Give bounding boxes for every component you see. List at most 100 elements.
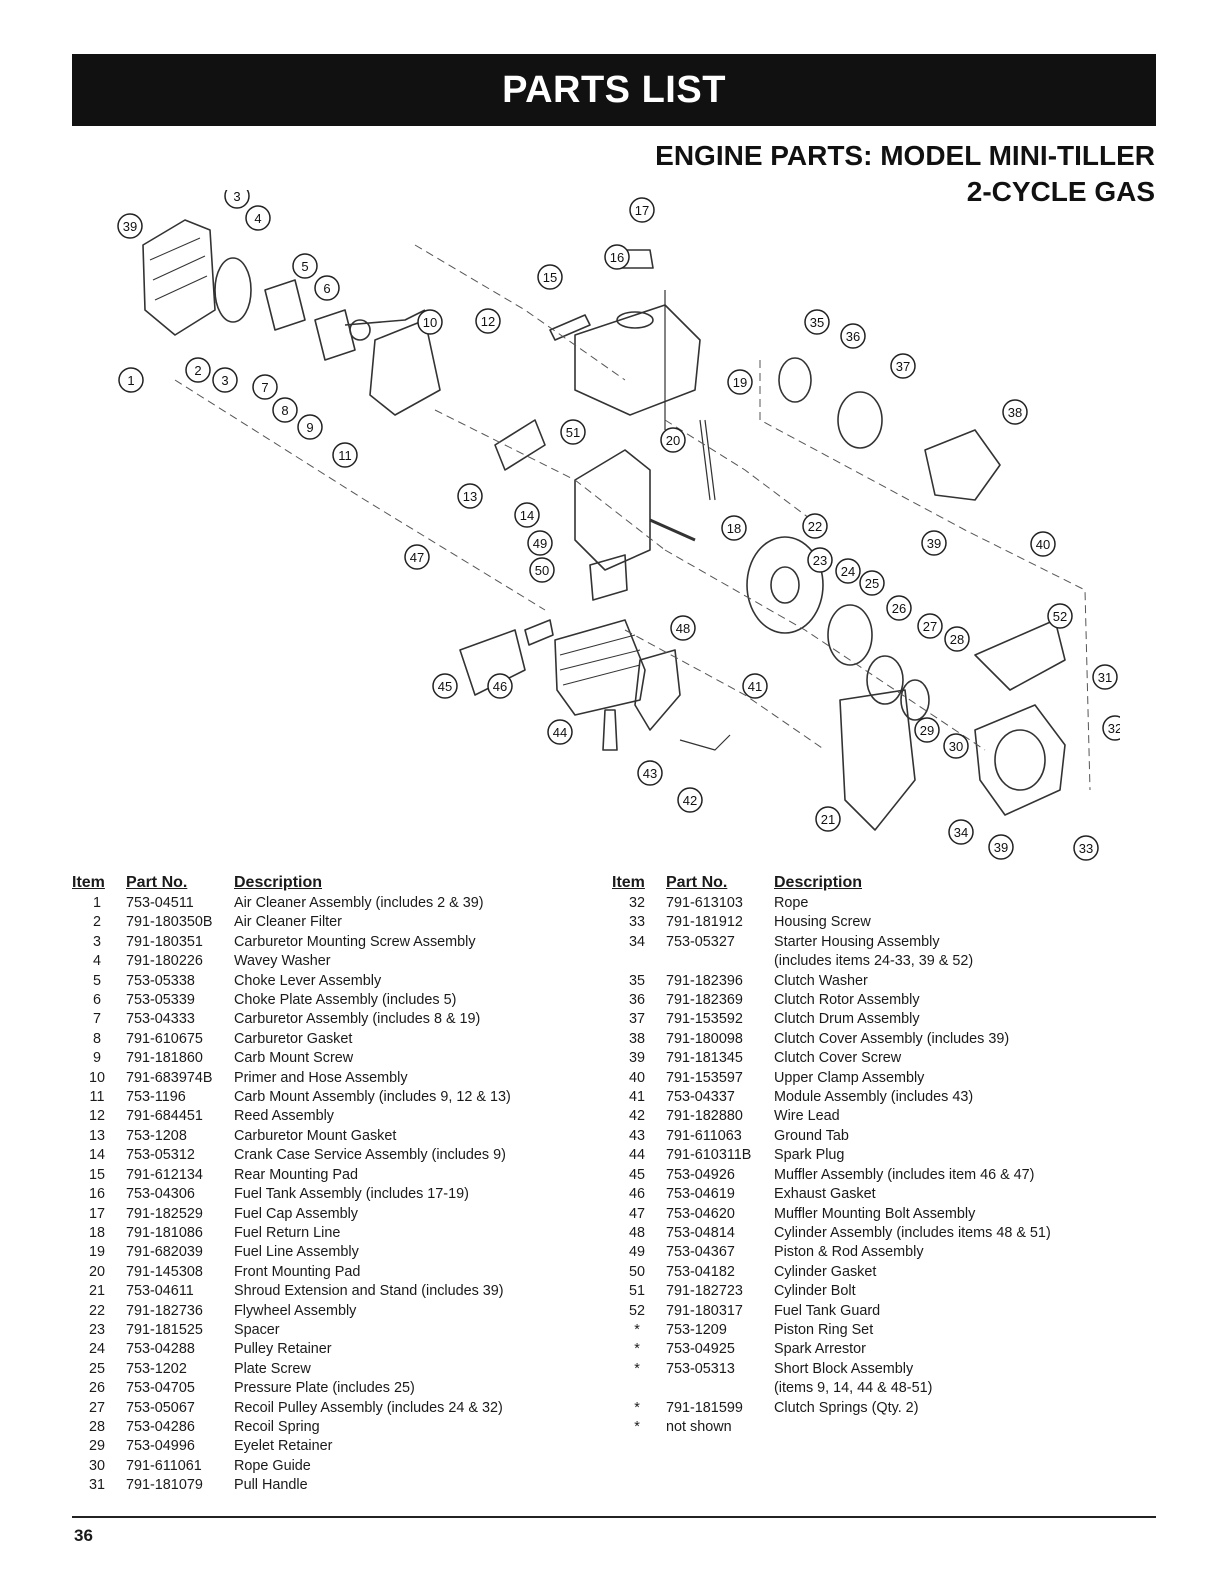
- callout-bubble: [417, 309, 443, 335]
- header-part-no: Part No.: [126, 874, 188, 891]
- callout-label: 29: [920, 723, 934, 738]
- callout-label: 10: [423, 315, 437, 330]
- table-row: 12 791-684451 Reed Assembly: [72, 1107, 592, 1126]
- part-description: [774, 1418, 1132, 1437]
- item-number: 46: [628, 1186, 645, 1203]
- callout-label: 14: [520, 508, 534, 523]
- air-filter-drawing: [214, 257, 252, 323]
- item-number: 7: [92, 1011, 101, 1028]
- part-number: 753-1208: [126, 1127, 187, 1144]
- callout-label: 23: [813, 553, 827, 568]
- item-number: *: [634, 1418, 640, 1435]
- part-description: Starter Housing Assembly: [774, 933, 940, 950]
- callout-bubble: [547, 719, 573, 745]
- callout-label: 33: [1079, 841, 1093, 856]
- part-number: 753-05338: [126, 972, 195, 989]
- part-description: Exhaust Gasket: [774, 1186, 876, 1203]
- item-number: 28: [88, 1418, 105, 1435]
- callout-label: 38: [1008, 405, 1022, 420]
- callout-label: 4: [254, 211, 261, 226]
- callout-label: 18: [727, 521, 741, 536]
- callout-label: 17: [635, 203, 649, 218]
- callout-label: 44: [553, 725, 567, 740]
- part-description: Carburetor Mount Gasket: [234, 1127, 397, 1144]
- item-number: 17: [88, 1205, 105, 1222]
- part-number: 753-04333: [126, 1011, 195, 1028]
- item-number: 33: [628, 914, 645, 931]
- part-description: Carburetor Mounting Screw Assembly: [234, 933, 476, 950]
- callout-label: 21: [821, 812, 835, 827]
- item-number: *: [634, 1360, 640, 1377]
- item-number: 12: [88, 1108, 105, 1125]
- callout-bubble: [245, 205, 271, 231]
- callout-label: 19: [733, 375, 747, 390]
- item-number: 19: [88, 1244, 105, 1261]
- part-description: Primer and Hose Assembly: [234, 1069, 408, 1086]
- part-number: 753-04288: [126, 1341, 195, 1358]
- item-number: 40: [628, 1069, 645, 1086]
- part-description: Housing Screw: [774, 914, 871, 931]
- section-subtitle: 2-CYCLE GAS: [966, 176, 1155, 207]
- callout-label: 31: [1098, 670, 1112, 685]
- part-description: Rope: [774, 895, 809, 911]
- callout-bubble: [604, 244, 630, 270]
- callout-label: 13: [463, 489, 477, 504]
- item-number: 47: [628, 1205, 645, 1222]
- callout-label: 25: [865, 576, 879, 591]
- part-number: 753-05327: [666, 933, 735, 950]
- callout-label: 9: [306, 420, 313, 435]
- shroud-extension-drawing: [839, 689, 916, 831]
- item-number: 2: [92, 914, 101, 931]
- part-description: Clutch Drum Assembly: [774, 1011, 920, 1028]
- part-number: 753-04619: [666, 1186, 735, 1203]
- callout-label: 26: [892, 601, 906, 616]
- item-number: *: [634, 1399, 640, 1416]
- callout-label: 45: [438, 679, 452, 694]
- part-description: Eyelet Retainer: [234, 1438, 333, 1455]
- part-number: not shown: [666, 1418, 732, 1435]
- callout-label: 49: [533, 536, 547, 551]
- callout-label: 35: [810, 315, 824, 330]
- part-description: Shroud Extension and Stand (includes 39): [234, 1283, 504, 1300]
- item-number: 51: [628, 1283, 645, 1300]
- callout-label: 16: [610, 250, 624, 265]
- item-number: 27: [88, 1399, 105, 1416]
- item-number: 5: [92, 972, 101, 989]
- callout-bubble: [859, 570, 885, 596]
- part-description: Clutch Washer: [774, 972, 868, 989]
- item-number: 4: [92, 953, 101, 970]
- part-number: 791-682039: [126, 1244, 203, 1261]
- item-number: 45: [628, 1166, 645, 1183]
- item-number: 50: [628, 1263, 645, 1280]
- item-number: 39: [628, 1050, 645, 1067]
- ignition-module-drawing: [634, 649, 681, 731]
- callout-bubble: [1002, 399, 1028, 425]
- part-number: 753-1196: [126, 1089, 186, 1106]
- item-number: 25: [88, 1360, 105, 1377]
- item-number: 48: [628, 1224, 645, 1241]
- callout-bubble: [917, 613, 943, 639]
- part-number: 791-181345: [666, 1050, 743, 1067]
- item-number: 44: [628, 1147, 645, 1164]
- callout-bubble: [560, 419, 586, 445]
- callout-label: 39: [927, 536, 941, 551]
- part-description: Short Block Assembly: [774, 1360, 914, 1377]
- part-description: Reed Assembly: [234, 1108, 334, 1125]
- part-number: 791-684451: [126, 1108, 203, 1125]
- part-number: 753-04286: [126, 1418, 195, 1435]
